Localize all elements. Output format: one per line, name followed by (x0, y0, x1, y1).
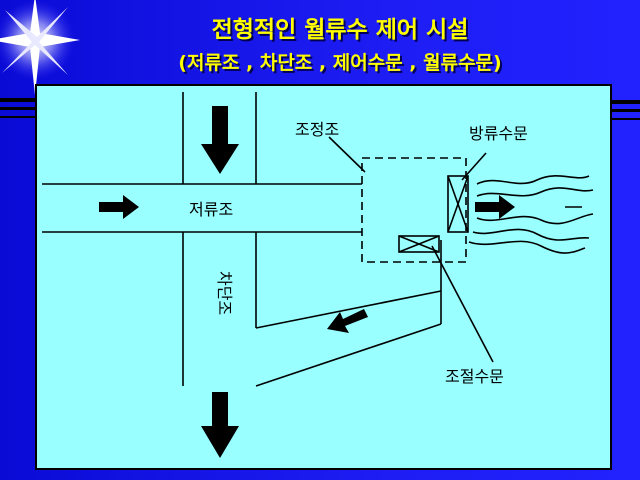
label-storage-tank: 저류조 (189, 200, 233, 219)
leader-discharge-gate (461, 152, 487, 181)
starburst-logo (0, 0, 80, 95)
outflow-wave-4 (472, 228, 590, 241)
outflow-wave-3 (476, 213, 594, 225)
diagram-panel: 저류조 조정조 방류수문 조절수문 차단조 (35, 84, 612, 470)
label-control-gate: 조절수문 (445, 367, 504, 386)
return-channel-upper (255, 290, 442, 329)
outflow-wave-1 (476, 175, 590, 185)
label-interceptor-tank: 차단조 (215, 271, 234, 315)
discharge-gate-box (447, 175, 469, 233)
adjustment-tank-box (361, 157, 467, 263)
outflow-wave-2 (476, 187, 594, 197)
arrow-main-right (99, 195, 139, 219)
label-discharge-gate: 방류수문 (469, 124, 528, 143)
slide-title: 전형적인 월류수 제어 시설 (211, 17, 469, 43)
right-stripe-2 (608, 109, 640, 112)
return-channel-lower (255, 323, 442, 387)
slide-subtitle: (저류조 , 차단조 , 제어수문 , 월류수문) (178, 52, 502, 74)
arrow-return-left (327, 309, 368, 333)
left-stripe-1 (0, 98, 36, 102)
leader-control-gate (431, 245, 494, 363)
left-stripe-2 (0, 107, 36, 110)
arrow-discharge-right (475, 195, 515, 219)
right-stripe-3 (608, 118, 640, 120)
outflow-wave-5 (468, 240, 586, 254)
leader-adjustment-tank (328, 136, 366, 173)
label-adjustment-tank: 조정조 (295, 120, 339, 139)
right-stripe-1 (608, 100, 640, 104)
control-gate-box (398, 235, 440, 253)
left-stripe-3 (0, 116, 36, 118)
arrow-outflow-down (201, 392, 239, 458)
cso-control-diagram: 저류조 조정조 방류수문 조절수문 차단조 (42, 92, 594, 458)
arrow-inflow-down (201, 106, 239, 174)
